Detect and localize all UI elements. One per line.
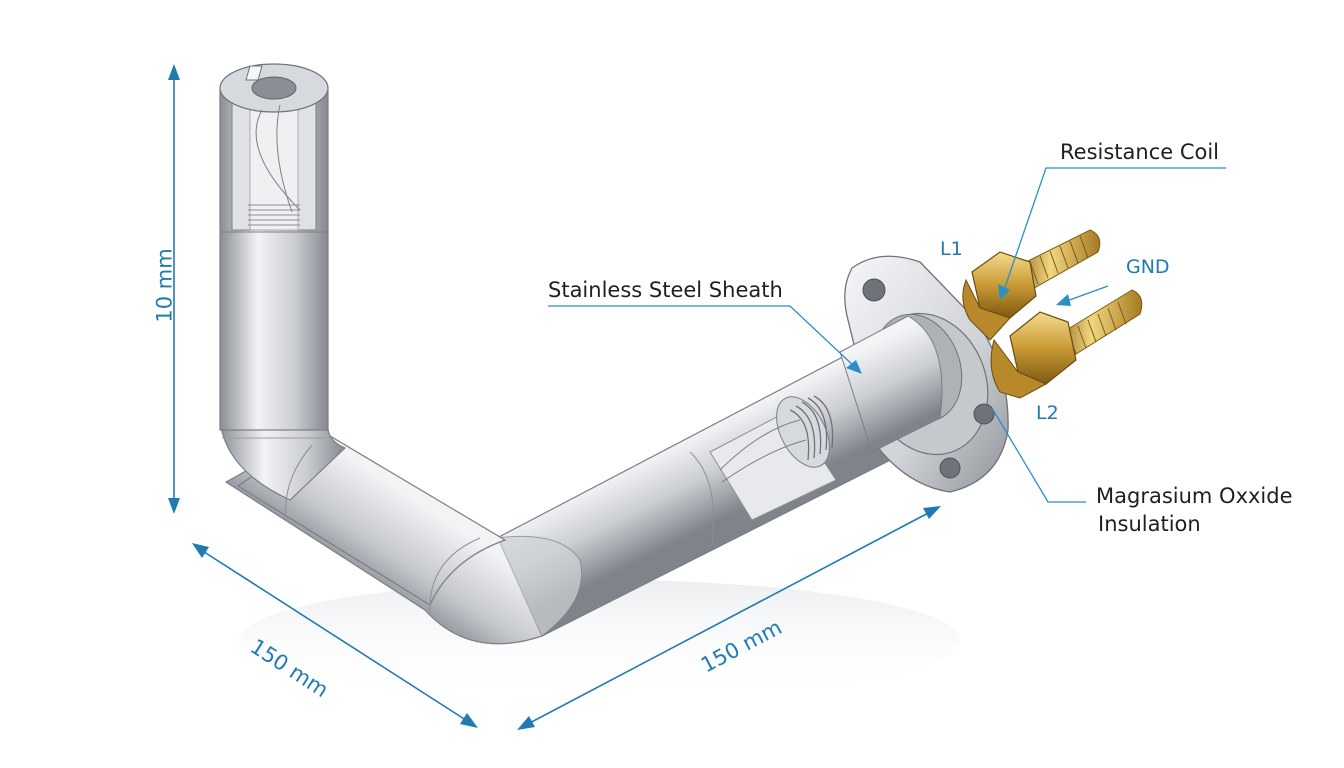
left-diagonal-dimension-line <box>197 547 473 725</box>
arrowhead-icon <box>460 713 478 728</box>
dimension-lines <box>168 64 941 730</box>
arrowhead-icon <box>168 498 180 514</box>
arrowhead-icon <box>192 543 209 558</box>
label-stainless-steel-sheath: Stainless Steel Sheath <box>548 278 783 302</box>
bolt-hole-icon <box>862 278 886 302</box>
arrowhead-icon <box>517 716 535 730</box>
resistance-coil-leader <box>1003 167 1226 291</box>
gnd-leader <box>1063 285 1109 303</box>
top-cutaway <box>219 63 329 231</box>
sheath-leader <box>548 305 857 369</box>
bolt-hole-icon <box>939 457 961 479</box>
arrowhead-icon <box>168 64 180 80</box>
coil-cutaway <box>709 395 837 521</box>
leader-lines <box>548 167 1226 503</box>
floor-shadow <box>240 580 960 700</box>
insulation-leader <box>991 407 1086 503</box>
tube <box>219 89 927 645</box>
label-resistance-coil: Resistance Coil <box>1060 140 1220 164</box>
right-diagonal-dimension-line <box>523 509 935 727</box>
label-magnesium-oxide-line2: Insulation <box>1098 512 1201 536</box>
arrowhead-icon <box>1056 294 1071 306</box>
arrowhead-icon <box>846 360 862 374</box>
arrowhead-icon <box>923 506 941 519</box>
label-terminal-l2: L2 <box>1036 402 1059 424</box>
label-terminal-gnd: GND <box>1126 256 1170 278</box>
label-magnesium-oxide-line1: Magrasium Oxxide <box>1096 484 1293 508</box>
bolt-hole-icon <box>973 403 995 425</box>
dimension-vertical-label: 10 mm <box>152 248 177 323</box>
arrowhead-icon <box>998 284 1010 300</box>
label-terminal-l1: L1 <box>940 238 963 260</box>
terminals <box>962 229 1143 399</box>
